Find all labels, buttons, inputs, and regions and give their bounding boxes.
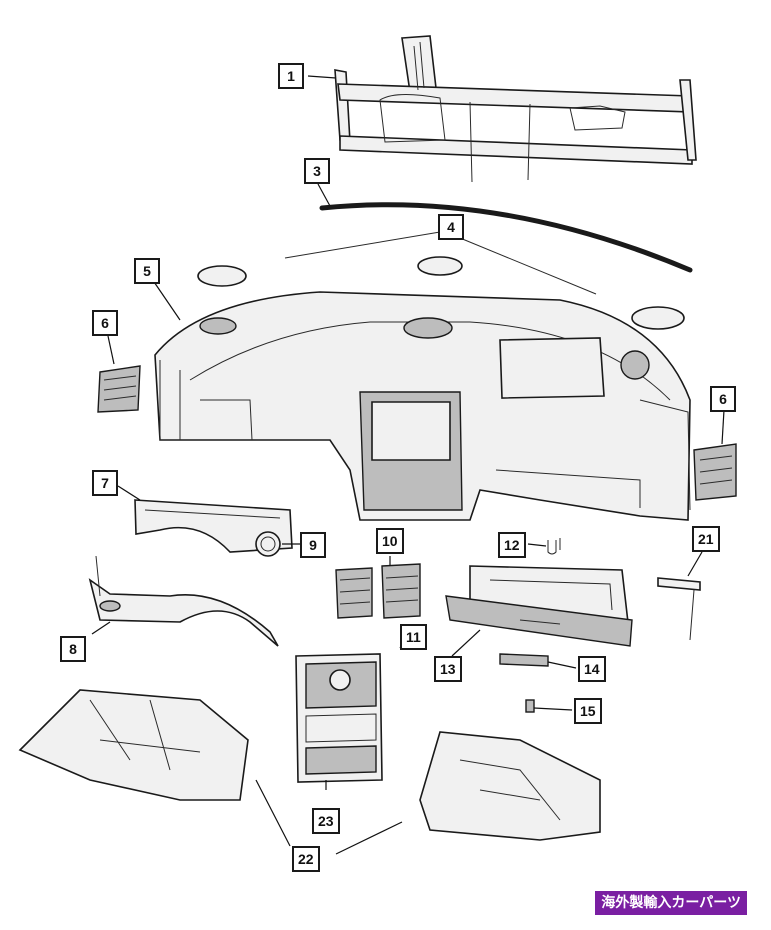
callout-3: 3 bbox=[304, 158, 330, 184]
glove-box-latch bbox=[499, 653, 549, 667]
callout-12: 12 bbox=[498, 532, 526, 558]
callout-21: 21 bbox=[692, 526, 720, 552]
side-air-vent-left bbox=[97, 365, 141, 413]
callout-7: 7 bbox=[92, 470, 118, 496]
callout-10: 10 bbox=[376, 528, 404, 554]
screw bbox=[525, 699, 535, 713]
retainer-clips bbox=[547, 538, 561, 555]
callout-23: 23 bbox=[312, 808, 340, 834]
callout-1: 1 bbox=[278, 63, 304, 89]
callout-8: 8 bbox=[60, 636, 86, 662]
knee-bolster-left bbox=[18, 689, 249, 801]
center-air-vents bbox=[335, 563, 421, 619]
callout-22: 22 bbox=[292, 846, 320, 872]
trim-strip bbox=[657, 577, 701, 641]
callout-6-right: 6 bbox=[710, 386, 736, 412]
defroster-seals bbox=[284, 231, 597, 295]
leader-lines bbox=[91, 75, 725, 855]
callout-14: 14 bbox=[578, 656, 606, 682]
switch-knob bbox=[255, 531, 281, 557]
knee-bolster-right bbox=[419, 731, 601, 841]
callout-6-left: 6 bbox=[92, 310, 118, 336]
speaker-grilles bbox=[197, 256, 685, 330]
callout-13: 13 bbox=[434, 656, 462, 682]
callout-9: 9 bbox=[300, 532, 326, 558]
cluster-bezel bbox=[134, 499, 293, 553]
watermark-badge: 海外製輸入カーパーツ bbox=[595, 891, 747, 915]
side-air-vent-right bbox=[693, 443, 737, 501]
callout-5: 5 bbox=[134, 258, 160, 284]
callout-4: 4 bbox=[438, 214, 464, 240]
instrument-panel bbox=[154, 291, 691, 521]
callout-15: 15 bbox=[574, 698, 602, 724]
windshield-seal-strip bbox=[319, 202, 693, 273]
glove-box bbox=[445, 565, 633, 647]
cross-car-beam bbox=[334, 35, 697, 183]
center-stack-bezel bbox=[295, 653, 383, 783]
steering-column-cover bbox=[88, 555, 279, 647]
callout-11: 11 bbox=[400, 624, 427, 650]
